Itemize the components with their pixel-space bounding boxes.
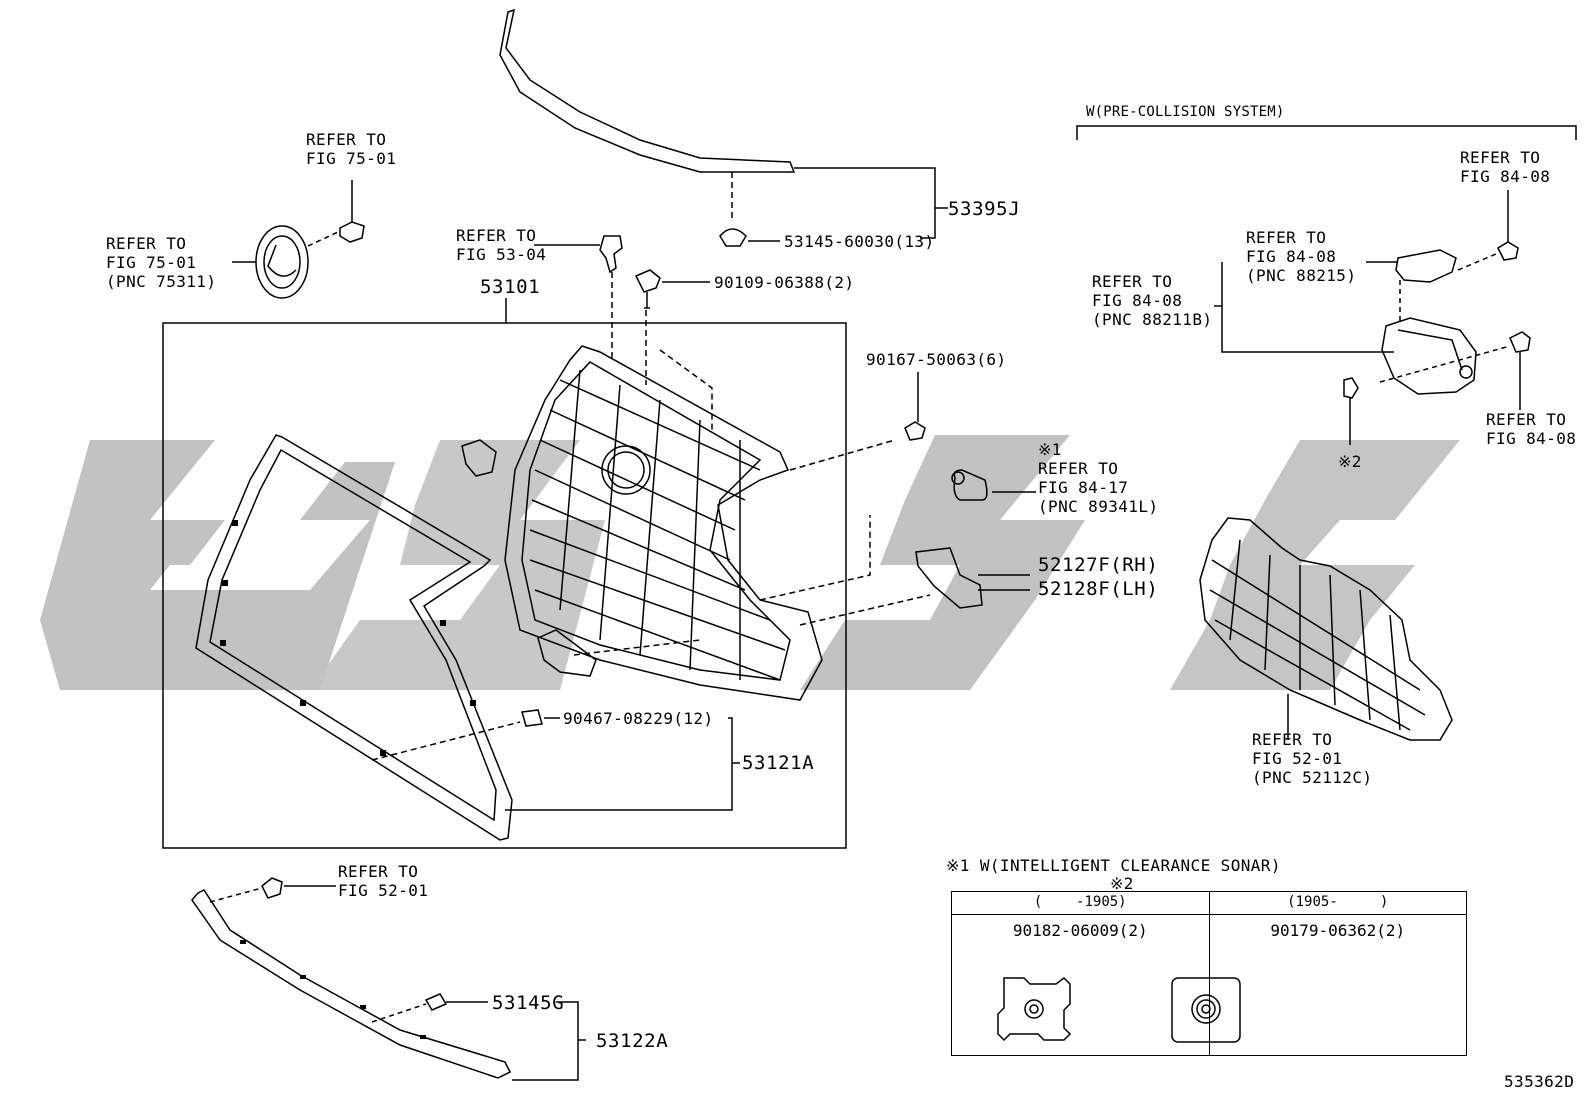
- ref-line: REFER TO: [456, 226, 537, 245]
- ref-emblem: REFER TO FIG 75-01 (PNC 75311): [106, 234, 216, 291]
- lower-moulding: [191, 889, 512, 1079]
- note-mark-2: ※2: [1338, 452, 1362, 471]
- grille-assembly-box: [162, 322, 847, 849]
- line-art: [162, 8, 1577, 1081]
- label-52128F: 52128F(LH): [1038, 578, 1159, 600]
- ref-radar-bolt-side: REFER TO FIG 84-08: [1486, 410, 1576, 448]
- clip-upper: [719, 228, 747, 247]
- ref-sonar-sensor: ※1 REFER TO FIG 84-17 (PNC 89341L): [1038, 440, 1158, 516]
- radar-bracket: [1395, 249, 1457, 283]
- watermark-logo: [40, 435, 1460, 690]
- label-90467-08229: 90467-08229(12): [563, 709, 714, 728]
- bracket-clip-lower: [537, 629, 597, 677]
- lower-grille: [1199, 517, 1453, 741]
- bolt: [634, 269, 661, 293]
- footnote-sonar: ※1 W(INTELLIGENT CLEARANCE SONAR): [946, 856, 1281, 875]
- part-number-old: 90182-06009(2): [1012, 921, 1148, 940]
- outer-frame: [195, 434, 513, 841]
- clip-inner: [521, 709, 543, 727]
- clip-lower: [424, 993, 448, 1011]
- period-cell-new: (1905- ): [1208, 891, 1467, 915]
- ref-line: FIG 52-01: [338, 881, 429, 900]
- label-53145-60030: 53145-60030(13): [784, 232, 935, 251]
- label-52127F: 52127F(RH): [1038, 554, 1159, 576]
- ref-line: FIG 75-01: [306, 149, 397, 168]
- radar-bolt-side: [1509, 331, 1531, 353]
- ref-line: REFER TO: [338, 862, 419, 881]
- screw-90167: [904, 421, 926, 441]
- label-90109-06388: 90109-06388(2): [714, 273, 855, 292]
- ref-line: REFER TO: [306, 130, 387, 149]
- ref-radar-bracket: REFER TO FIG 84-08 (PNC 88215): [1246, 228, 1356, 285]
- period-option-table: ( -1905) (1905- ) 90182-06009(2) 90179-0…: [951, 891, 1467, 1056]
- ref-line: (PNC 75311): [106, 272, 217, 291]
- ref-line: REFER TO: [1092, 272, 1173, 291]
- part-cell-new: 90179-06362(2): [1208, 914, 1467, 1056]
- label-90167-50063: 90167-50063(6): [866, 350, 1007, 369]
- ref-line: FIG 53-04: [456, 245, 547, 264]
- radar-bolt-top: [1497, 241, 1519, 261]
- bracket-clip-left: [461, 439, 497, 477]
- ref-line: ※1: [1038, 440, 1062, 459]
- radar-sensor: [1381, 317, 1477, 395]
- ref-line: FIG 84-17: [1038, 478, 1129, 497]
- ref-lower-screw: REFER TO FIG 52-01: [338, 862, 428, 900]
- ref-radar-bolt-top: REFER TO FIG 84-08: [1460, 148, 1550, 186]
- part-number-new: 90179-06362(2): [1270, 921, 1406, 940]
- lower-screw: [261, 877, 283, 899]
- ref-radar-sensor: REFER TO FIG 84-08 (PNC 88211B): [1092, 272, 1212, 329]
- sensor-retainer: [915, 547, 983, 609]
- ref-line: FIG 84-08: [1460, 167, 1551, 186]
- ref-line: (PNC 88215): [1246, 266, 1357, 285]
- ref-line: REFER TO: [1246, 228, 1327, 247]
- ref-line: FIG 52-01: [1252, 749, 1343, 768]
- pre-collision-bracket: [1076, 125, 1577, 140]
- figure-code: 535362D: [1504, 1072, 1575, 1091]
- period-cell-old: ( -1905): [951, 891, 1210, 915]
- ref-line: REFER TO: [106, 234, 187, 253]
- ref-line: FIG 84-08: [1092, 291, 1183, 310]
- ref-clip-top: REFER TO FIG 53-04: [456, 226, 546, 264]
- ref-line: REFER TO: [1252, 730, 1333, 749]
- ref-line: (PNC 89341L): [1038, 497, 1159, 516]
- clip-top: [599, 235, 623, 274]
- part-cell-old: 90182-06009(2): [951, 914, 1210, 1056]
- label-53121A: 53121A: [742, 752, 815, 774]
- label-53101: 53101: [480, 276, 541, 298]
- ref-line: (PNC 88211B): [1092, 310, 1213, 329]
- upper-moulding: [499, 8, 796, 173]
- ref-line: REFER TO: [1460, 148, 1541, 167]
- ref-line: REFER TO: [1038, 459, 1119, 478]
- ref-line: REFER TO: [1486, 410, 1567, 429]
- label-53145G: 53145G: [492, 992, 565, 1014]
- ref-line: FIG 75-01: [106, 253, 197, 272]
- front-grille: [504, 345, 823, 701]
- ref-line: FIG 84-08: [1486, 429, 1577, 448]
- emblem-screw: [339, 221, 365, 243]
- note-pre-collision: W(PRE-COLLISION SYSTEM): [1086, 104, 1285, 120]
- label-53122A: 53122A: [596, 1030, 669, 1052]
- ref-lower-grille: REFER TO FIG 52-01 (PNC 52112C): [1252, 730, 1372, 787]
- frame-clips: [220, 520, 476, 1039]
- label-53395J: 53395J: [948, 198, 1021, 220]
- ref-line: (PNC 52112C): [1252, 768, 1373, 787]
- ref-emblem-screw: REFER TO FIG 75-01: [306, 130, 396, 168]
- footnote-mark-2: ※2: [1110, 874, 1134, 893]
- ref-line: FIG 84-08: [1246, 247, 1337, 266]
- radar-nut: [1343, 377, 1359, 399]
